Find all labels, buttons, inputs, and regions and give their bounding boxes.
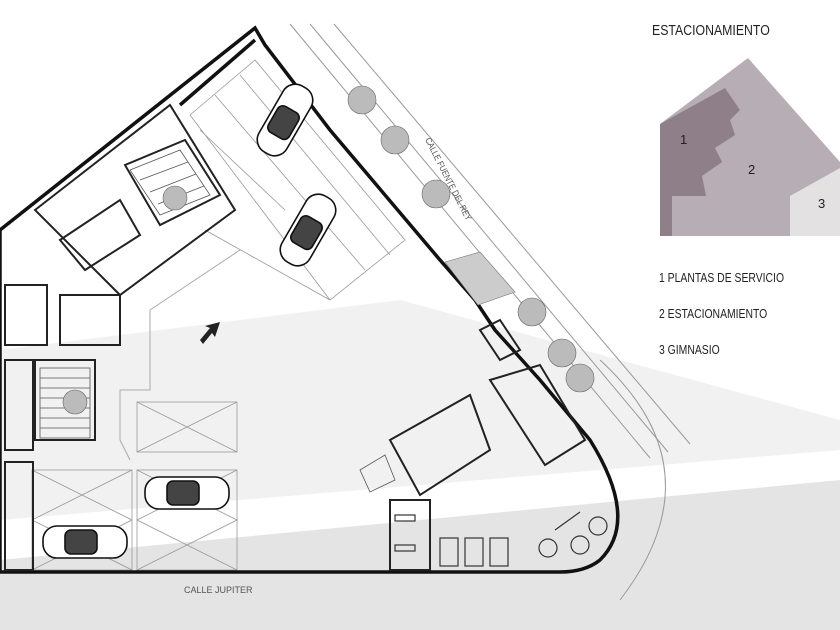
key-map-zone-1	[660, 88, 740, 236]
key-map-zone-3	[790, 168, 840, 236]
interior-walls	[4, 103, 587, 571]
key-map-label-1: 1	[680, 132, 687, 147]
entrance-arrow-icon	[200, 322, 220, 344]
cars	[42, 83, 337, 559]
gym-equipment	[394, 511, 608, 567]
ramp-outline	[119, 249, 241, 461]
gate-hatch	[444, 251, 516, 306]
key-map-label-2: 2	[748, 162, 755, 177]
building-walls	[0, 25, 620, 574]
street-label-jupiter: CALLE JUPITER	[184, 585, 253, 595]
key-map: 1 2 3	[660, 58, 840, 236]
legend-item-1: 1 PLANTAS DE SERVICIO	[659, 270, 785, 285]
key-map-title: ESTACIONAMIENTO	[652, 22, 770, 39]
legend-item-2: 2 ESTACIONAMIENTO	[659, 306, 768, 321]
trees	[62, 85, 595, 415]
key-map-label-3: 3	[818, 196, 825, 211]
shade-band-upper	[0, 300, 840, 520]
parking-stalls	[31, 59, 406, 571]
legend-item-3: 3 GIMNASIO	[659, 342, 720, 357]
shade-band-lower	[0, 480, 840, 630]
